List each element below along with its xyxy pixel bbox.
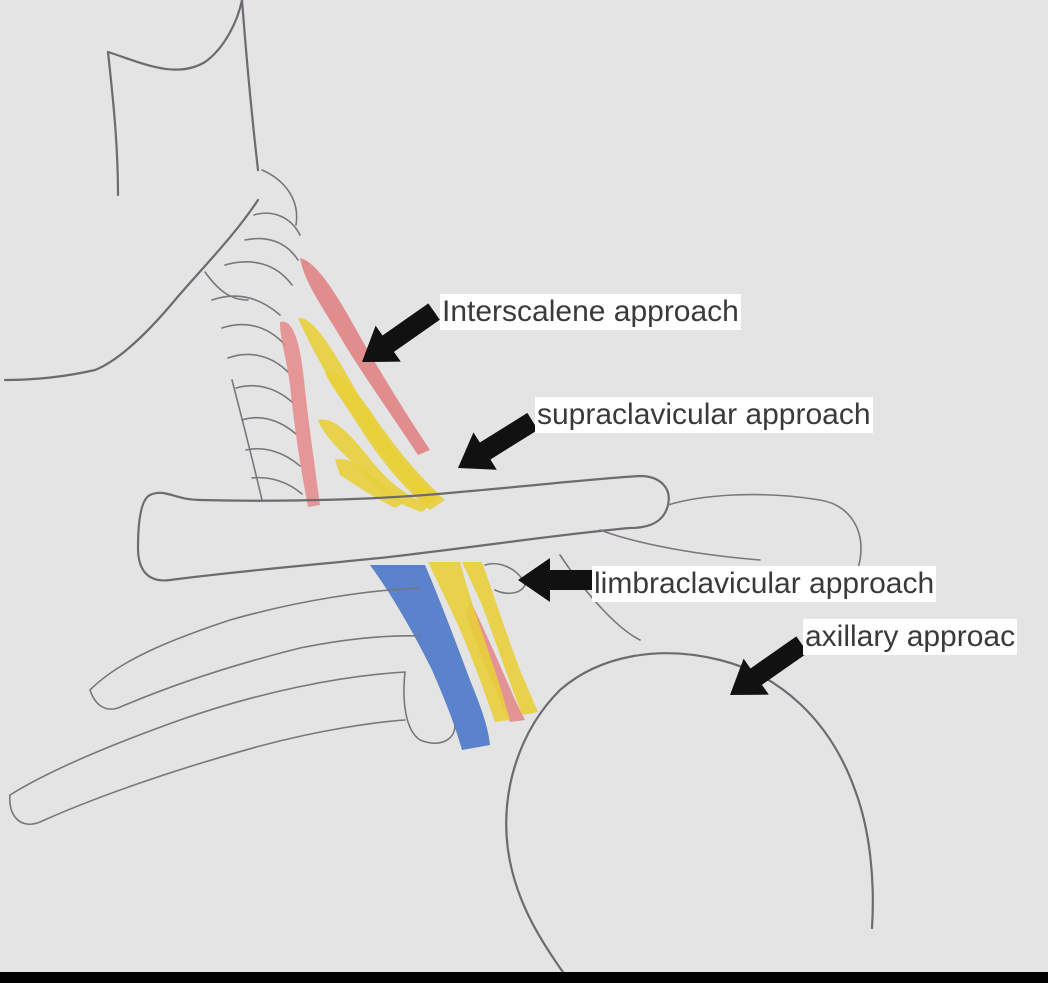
interscalene-label: Interscalene approach — [440, 294, 741, 330]
neck-outline — [3, 198, 260, 382]
clavicle — [136, 474, 670, 582]
axillary-label: axillary approac — [803, 619, 1018, 655]
second-rib — [9, 671, 406, 825]
bottom-bar — [0, 972, 1048, 983]
brachial-plexus-nerves — [298, 317, 538, 722]
axillary-arrow — [730, 636, 808, 695]
humeral-head — [505, 652, 874, 977]
first-rib — [89, 587, 421, 710]
arrows — [362, 303, 808, 695]
coracoid-process — [403, 671, 456, 744]
supraclavicular-label: supraclavicular approach — [535, 397, 873, 433]
head-outline — [106, 0, 260, 197]
pectoralis-minor — [484, 563, 526, 595]
cervical-spine — [204, 169, 303, 495]
infraclavicular-label: limbraclavicular approach — [592, 566, 937, 602]
infraclavicular-arrow — [518, 558, 593, 602]
interscalene-arrow — [362, 303, 440, 362]
axillary-vein — [370, 565, 490, 750]
supraclavicular-arrow — [458, 412, 538, 470]
neck-back-outline — [231, 379, 263, 501]
